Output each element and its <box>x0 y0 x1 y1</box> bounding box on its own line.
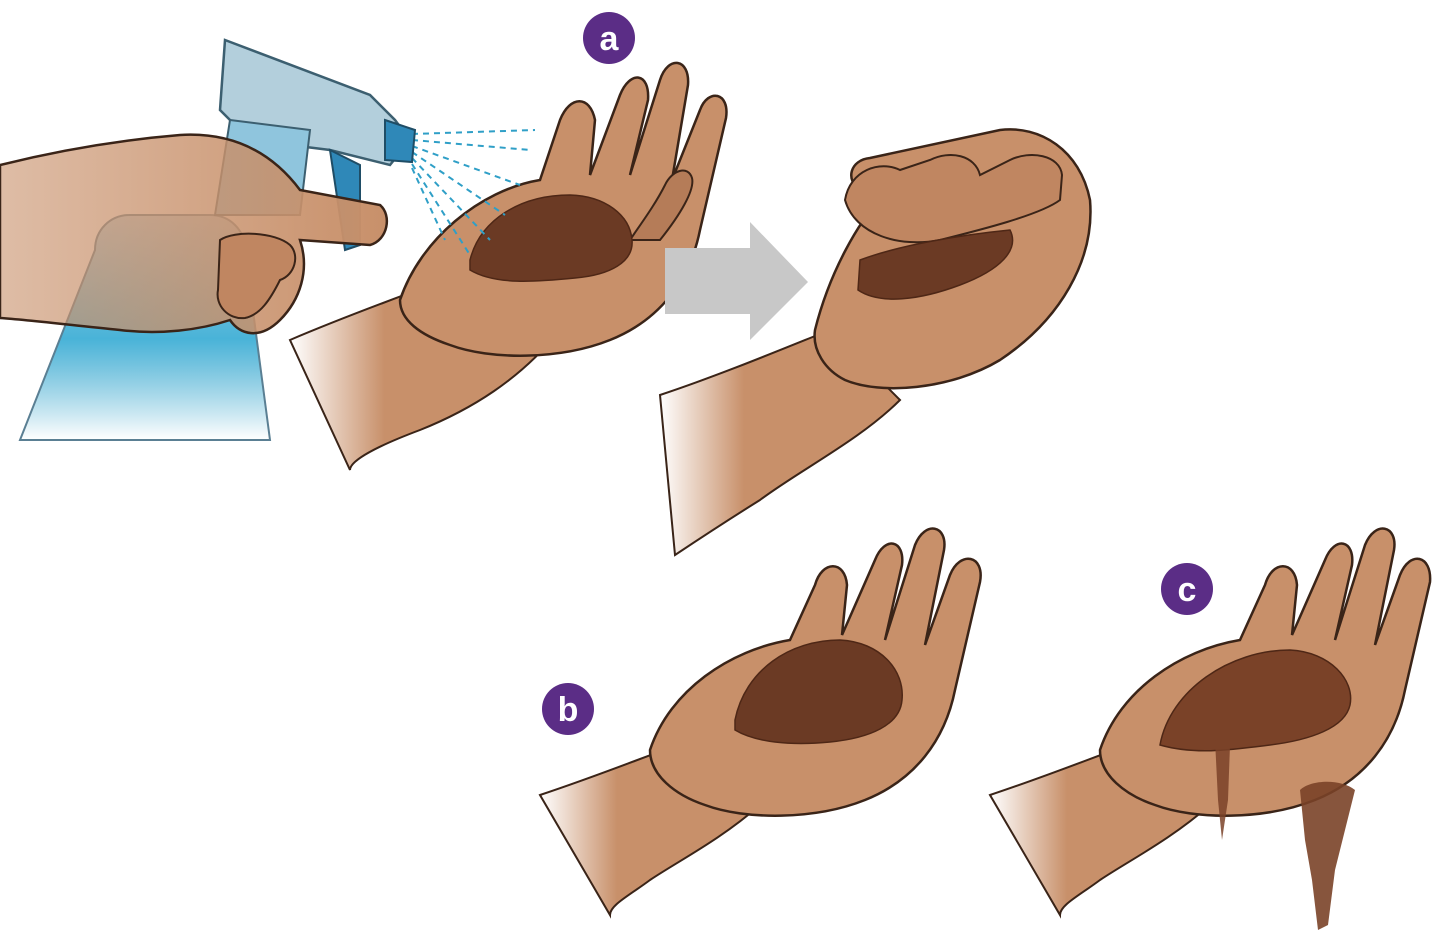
step-label-c: c <box>1178 571 1197 609</box>
soil-falling-c <box>1300 782 1355 930</box>
step-label-b: b <box>558 691 579 729</box>
step-badge-c: c <box>1161 563 1213 615</box>
panel-a-spray: a <box>0 12 726 470</box>
holding-hand-a <box>0 135 387 334</box>
panel-b-ball: b <box>540 529 981 915</box>
panel-squeeze <box>660 129 1090 555</box>
panel-c-crumble: c <box>990 529 1430 930</box>
step-label-a: a <box>600 20 620 58</box>
step-badge-b: b <box>542 683 594 735</box>
step-badge-a: a <box>583 12 635 64</box>
